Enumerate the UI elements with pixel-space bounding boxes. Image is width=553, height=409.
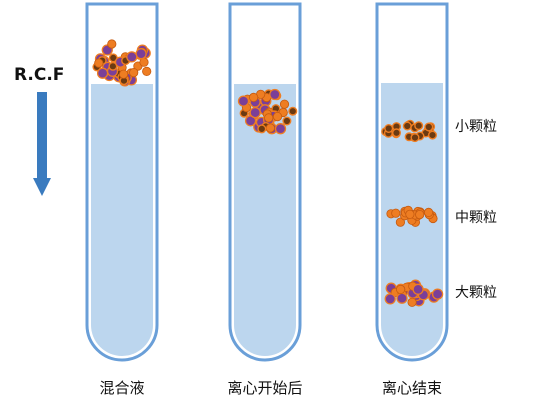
small-particle	[257, 124, 267, 134]
small-particle	[428, 130, 438, 140]
medium-particle	[279, 99, 290, 109]
tube-caption-finished: 离心结束	[382, 379, 442, 397]
large-particle	[431, 288, 444, 300]
large-particle	[396, 292, 408, 304]
large-particle	[96, 67, 109, 79]
large-particle	[274, 123, 287, 135]
medium-particle	[415, 210, 425, 220]
medium-particle	[264, 113, 274, 123]
small-particle	[288, 106, 298, 116]
large-particle	[237, 95, 250, 107]
small-particle	[392, 128, 402, 138]
medium-particle	[423, 207, 434, 217]
medium-particle	[129, 68, 139, 78]
small-particle	[402, 121, 412, 131]
large-particle	[249, 106, 261, 119]
small-particle-label: 小颗粒	[455, 119, 497, 135]
tube-caption-started: 离心开始后	[227, 379, 302, 397]
medium-particle-label: 中颗粒	[455, 210, 497, 226]
liquid	[91, 84, 153, 356]
tube-started	[228, 2, 302, 362]
medium-particle	[119, 69, 129, 79]
medium-particle	[107, 39, 117, 49]
medium-particle	[142, 66, 152, 77]
small-particle	[410, 133, 420, 143]
small-particle	[424, 122, 434, 132]
settling-particles	[237, 88, 298, 135]
tube-outline	[228, 2, 302, 362]
tube-outline	[375, 2, 449, 362]
rcf-arrow-icon	[33, 92, 51, 196]
liquid	[234, 84, 296, 356]
small-particle	[108, 61, 118, 71]
medium-particle	[272, 112, 283, 122]
large-particle-label: 大颗粒	[455, 285, 497, 301]
tube-finished	[375, 2, 449, 362]
tube-caption-mixture: 混合液	[99, 379, 144, 397]
medium-particle	[395, 284, 406, 294]
medium-particle	[395, 217, 405, 227]
mixed-particles	[92, 39, 152, 87]
rcf-label: R.C.F	[14, 65, 64, 85]
large-particle	[269, 88, 281, 101]
medium-particle	[407, 297, 417, 307]
tube-mixture	[85, 2, 159, 362]
medium-particle	[405, 209, 415, 219]
separated-bands	[381, 119, 444, 307]
tube-outline	[85, 2, 159, 362]
large-particle	[384, 293, 396, 305]
medium-particle	[249, 92, 259, 103]
medium-particle	[391, 208, 401, 218]
large-particle	[126, 51, 138, 63]
large-particle	[412, 283, 424, 295]
medium-particle	[265, 123, 275, 133]
small-particle	[282, 116, 292, 126]
small-particle	[414, 121, 424, 131]
medium-particle	[94, 58, 104, 68]
small-particle	[384, 123, 394, 133]
large-particle	[135, 48, 147, 60]
